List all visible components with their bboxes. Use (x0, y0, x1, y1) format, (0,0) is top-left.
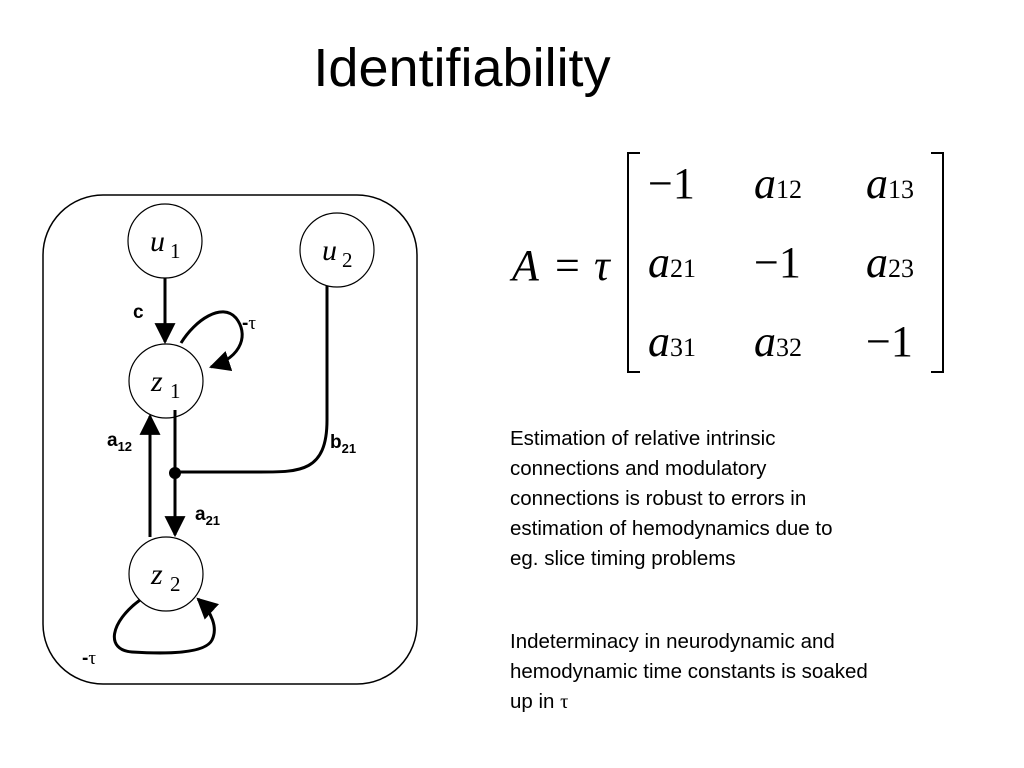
matrix-cell: −1 (866, 317, 913, 366)
node-u1-sub: 1 (170, 239, 181, 263)
matrix-cell: a12 (754, 159, 802, 208)
node-z2-var: z (150, 558, 163, 591)
paragraph-robustness-line: connections is robust to errors in (510, 487, 807, 510)
paragraph-robustness-line: Estimation of relative intrinsic (510, 427, 776, 450)
paragraph-robustness-line: estimation of hemodynamics due to (510, 517, 833, 540)
node-u1: u 1 (127, 203, 203, 279)
matrix-cell: a32 (754, 317, 802, 366)
equation-factor: τ (594, 241, 612, 290)
label-a21: a21 (195, 504, 220, 528)
node-z1: z 1 (128, 343, 204, 419)
matrix-left-bracket (627, 152, 640, 373)
node-z1-var: z (150, 365, 163, 398)
matrix-cell: a21 (648, 238, 696, 287)
node-u2: u 2 (299, 212, 375, 288)
matrix-cell: a13 (866, 159, 914, 208)
matrix-cell: a31 (648, 317, 696, 366)
node-z2: z 2 (128, 536, 204, 612)
paragraph-robustness-line: connections and modulatory (510, 457, 767, 480)
node-z1-sub: 1 (170, 379, 181, 403)
model-frame (42, 194, 418, 685)
paragraph-indeterminacy: Indeterminacy in neurodynamic and hemody… (510, 627, 980, 717)
slide-title: Identifiability (313, 38, 611, 98)
edge-self-z2 (113, 597, 219, 655)
label-self-z1: -τ (242, 313, 256, 334)
matrix-cell: −1 (648, 159, 695, 208)
edge-self-z1 (179, 310, 244, 371)
modulation-junction (169, 467, 181, 479)
paragraph-robustness: Estimation of relative intrinsic connect… (510, 424, 950, 574)
paragraph-indeterminacy-text: up in (510, 690, 561, 713)
edge-b21 (175, 286, 329, 474)
matrix-right-bracket (931, 152, 944, 373)
equation-lhs: A (509, 241, 540, 290)
tau-symbol: τ (560, 691, 569, 713)
paragraph-robustness-line: eg. slice timing problems (510, 547, 736, 570)
matrix-equation: A = τ −1 a12 a13 a21 −1 a23 a31 a32 −1 (509, 152, 944, 373)
node-u2-sub: 2 (342, 248, 353, 272)
node-u1-var: u (150, 225, 165, 258)
matrix-cell: −1 (754, 238, 801, 287)
label-self-z2: -τ (82, 648, 96, 669)
node-z2-sub: 2 (170, 572, 181, 596)
label-b21: b21 (330, 432, 356, 456)
paragraph-indeterminacy-line: hemodynamic time constants is soaked (510, 660, 868, 683)
label-a12: a12 (107, 430, 132, 454)
matrix-cells: −1 a12 a13 a21 −1 a23 a31 a32 −1 (648, 159, 914, 366)
paragraph-indeterminacy-line: Indeterminacy in neurodynamic and (510, 630, 835, 653)
paragraph-indeterminacy-line: up in τ (510, 687, 980, 717)
node-u2-var: u (322, 234, 337, 267)
matrix-cell: a23 (866, 238, 914, 287)
label-c: c (133, 302, 144, 323)
equation-equals: = (555, 241, 580, 290)
